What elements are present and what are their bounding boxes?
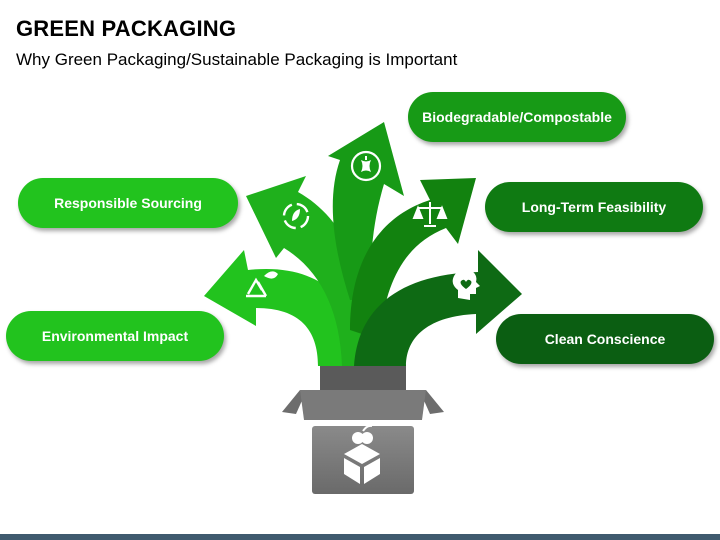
label-long-term-feasibility-text: Long-Term Feasibility — [521, 199, 667, 215]
label-responsible-sourcing: Responsible Sourcing — [18, 178, 238, 228]
head-heart-icon — [452, 268, 480, 300]
arrow-clean-conscience — [354, 250, 522, 366]
label-clean-conscience-text: Clean Conscience — [544, 331, 666, 347]
page-subtitle: Why Green Packaging/Sustainable Packagin… — [16, 50, 458, 69]
arrow-environmental-impact — [204, 250, 362, 366]
leaf-cycle-icon — [282, 202, 310, 230]
label-environmental-impact: Environmental Impact — [6, 311, 224, 361]
recycle-leaf-icon — [246, 271, 278, 298]
box-neck — [320, 366, 406, 390]
box-flap-left — [282, 390, 304, 414]
box-apple-icon — [344, 424, 380, 484]
label-biodegradable: Biodegradable/Compostable — [408, 92, 626, 142]
label-environmental-impact-text: Environmental Impact — [41, 328, 189, 344]
arrow-responsible-sourcing — [246, 176, 372, 366]
box-lid — [300, 390, 426, 420]
box-flap-right — [422, 390, 444, 414]
label-long-term-feasibility: Long-Term Feasibility — [485, 182, 703, 232]
label-responsible-sourcing-text: Responsible Sourcing — [54, 195, 202, 211]
label-clean-conscience: Clean Conscience — [496, 314, 714, 364]
balance-scale-icon — [412, 202, 448, 227]
label-biodegradable-text: Biodegradable/Compostable — [422, 109, 612, 125]
footer-bar — [0, 534, 720, 540]
page-title: GREEN PACKAGING — [16, 16, 237, 41]
apple-core-icon — [350, 150, 382, 182]
arrow-biodegradable — [328, 122, 404, 300]
